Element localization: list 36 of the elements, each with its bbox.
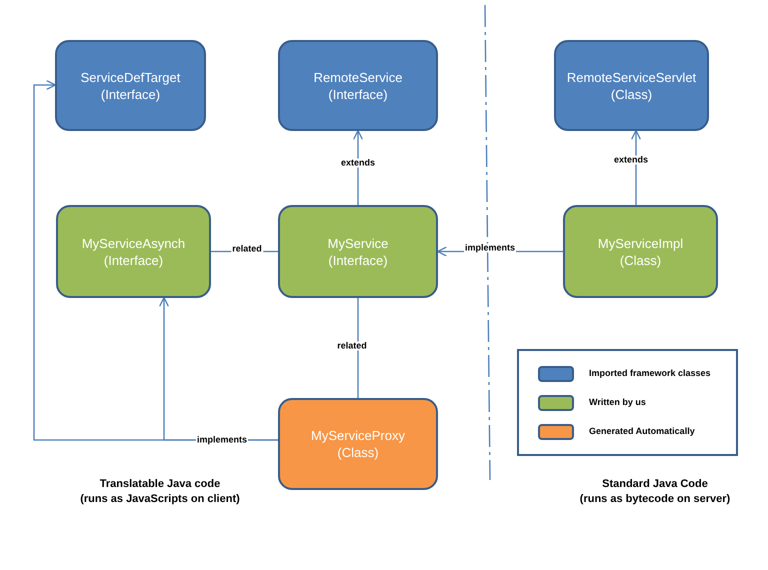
class-name: MyServiceProxy <box>311 427 405 444</box>
class-name: ServiceDefTarget <box>80 68 180 86</box>
class-box <box>278 205 438 298</box>
class-box <box>278 40 438 131</box>
class-name: RemoteService <box>314 68 402 86</box>
edge-label: implements <box>196 436 248 444</box>
note-text: Standard Java Code <box>601 478 709 492</box>
legend-text: Generated Automatically <box>589 424 695 438</box>
note-text: Translatable Java code <box>98 478 222 492</box>
legend-text: Written by us <box>589 396 646 409</box>
class-box <box>278 398 438 490</box>
edge-label: implements <box>464 244 516 252</box>
legend-text: Imported framework classes <box>589 366 711 380</box>
class-kind: (Interface) <box>104 252 164 268</box>
class-name: MyServiceAsynch <box>82 234 186 252</box>
class-kind: (Class) <box>337 444 379 461</box>
class-name: RemoteServiceServlet <box>566 68 696 86</box>
class-box <box>554 40 709 131</box>
note-text: (runs as bytecode on server) <box>578 493 732 507</box>
class-kind: (Interface) <box>328 252 388 268</box>
edge-label: extends <box>613 156 649 164</box>
edge-label: extends <box>340 158 376 168</box>
class-name: MyService <box>328 234 388 252</box>
note-text: (runs as JavaScripts on client) <box>79 493 241 507</box>
class-box <box>563 205 718 298</box>
class-kind: (Interface) <box>100 86 160 102</box>
connector-arrow <box>630 130 642 205</box>
connector-arrow <box>352 130 364 205</box>
edge-label: related <box>336 342 368 350</box>
class-box <box>55 40 206 131</box>
class-name: MyServiceImpl <box>598 234 684 252</box>
edge-label: related <box>231 244 263 254</box>
class-kind: (Class) <box>620 252 662 268</box>
class-kind: (Interface) <box>328 86 388 102</box>
class-kind: (Class) <box>610 86 652 102</box>
class-box <box>56 205 211 298</box>
